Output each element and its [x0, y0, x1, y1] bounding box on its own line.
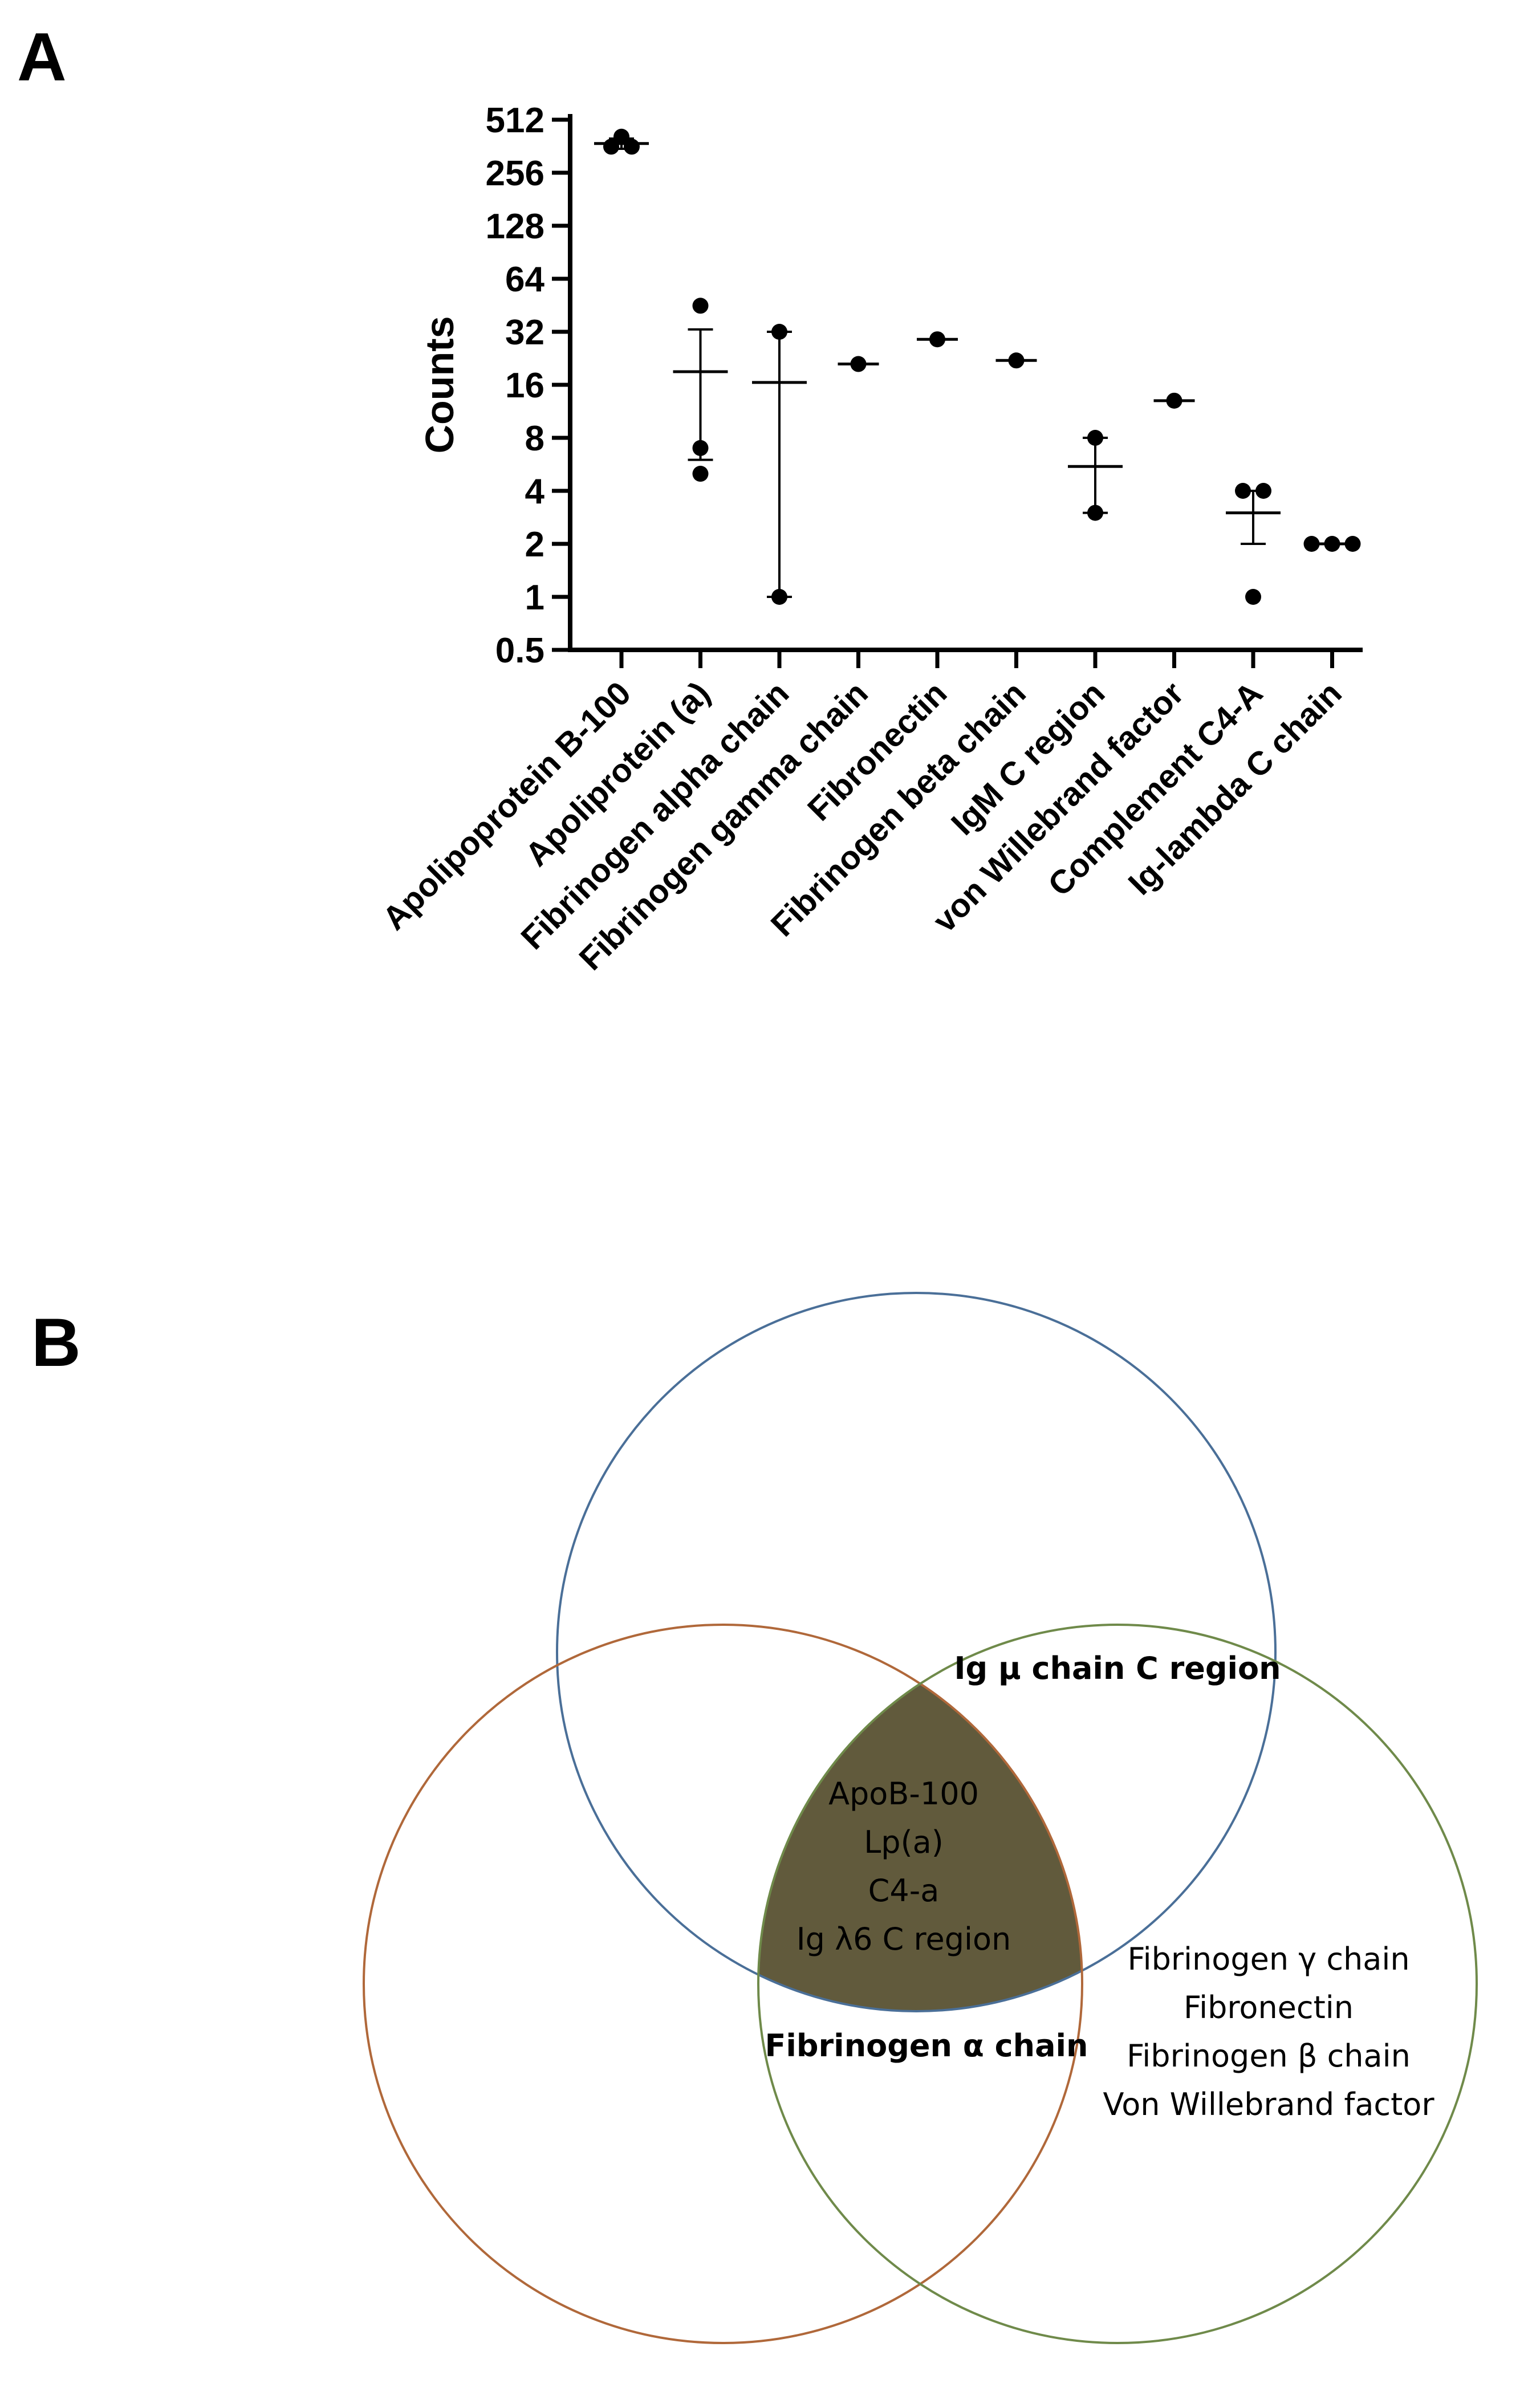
- data-point: [1087, 505, 1103, 521]
- data-point: [1303, 536, 1320, 552]
- chart-marks: [594, 128, 1361, 605]
- y-tick-label: 2: [525, 525, 544, 564]
- data-point: [692, 440, 709, 456]
- venn-center-region: [758, 1625, 1082, 2011]
- y-axis-label: Counts: [417, 316, 462, 453]
- data-point: [603, 139, 619, 155]
- y-tick-label: 256: [486, 154, 544, 193]
- y-tick-label: 0.5: [495, 631, 544, 670]
- y-tick-labels: 512 256 128 64 32 16 8 4 2 1 0.5: [486, 101, 545, 670]
- data-point: [771, 589, 787, 605]
- venn-top-right-label: Ig μ chain C region: [954, 1650, 1281, 1686]
- data-point: [929, 331, 945, 348]
- data-point: [1008, 352, 1025, 369]
- y-tick-label: 8: [525, 419, 544, 458]
- data-point: [692, 298, 709, 314]
- venn-center-item: ApoB-100: [828, 1776, 979, 1812]
- y-tick-label: 1: [525, 578, 544, 617]
- venn-right-item: Von Willebrand factor: [1103, 2086, 1434, 2122]
- venn-right-item: Fibronectin: [1184, 1990, 1354, 2025]
- data-point: [1324, 536, 1340, 552]
- data-point: [613, 128, 629, 145]
- panel-label-b: B: [31, 1304, 81, 1381]
- data-point: [624, 139, 640, 155]
- venn-center-item: Lp(a): [864, 1824, 944, 1860]
- y-tick-label: 512: [486, 101, 544, 140]
- venn-right-item: Fibrinogen β chain: [1127, 2038, 1411, 2074]
- counts-scatter-chart: 512 256 128 64 32 16 8 4 2 1 0.5 Apolipoprotein B-…: [376, 101, 1363, 978]
- y-tick-label: 64: [505, 260, 544, 299]
- y-tick-label: 128: [486, 207, 544, 246]
- data-point: [1255, 483, 1271, 499]
- data-point: [1087, 430, 1103, 446]
- data-point: [850, 356, 867, 372]
- data-point: [692, 466, 709, 482]
- data-point: [1344, 536, 1361, 552]
- venn-center-item: C4-a: [868, 1873, 940, 1909]
- data-point: [1245, 589, 1261, 605]
- venn-left-right-label: Fibrinogen α chain: [765, 2028, 1088, 2064]
- data-point: [1235, 483, 1251, 499]
- y-tick-label: 32: [505, 313, 544, 352]
- venn-center-item: Ig λ6 C region: [796, 1921, 1011, 1957]
- venn-circle-left: [363, 1624, 1083, 2344]
- data-point: [1166, 392, 1182, 409]
- data-point: [771, 324, 787, 340]
- venn-right-item: Fibrinogen γ chain: [1127, 1941, 1409, 1977]
- venn-circle-right: [757, 1624, 1478, 2344]
- y-tick-label: 16: [505, 366, 544, 405]
- y-tick-label: 4: [525, 472, 545, 511]
- venn-circle-top: [556, 1292, 1277, 2012]
- panel-label-a: A: [17, 19, 67, 95]
- chart-axes: [552, 114, 1363, 668]
- venn-diagram: Ig μ chain C region ApoB-100 Lp(a) C4-a …: [363, 1292, 1478, 2344]
